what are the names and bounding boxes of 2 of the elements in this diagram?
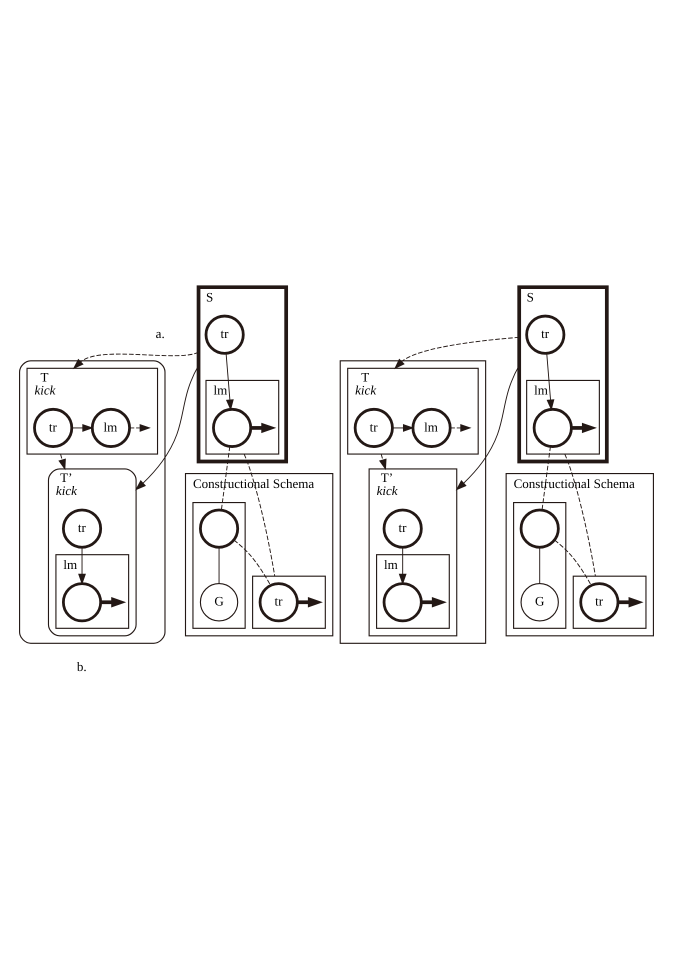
label: b. — [76, 658, 87, 674]
label: a. — [156, 326, 165, 342]
